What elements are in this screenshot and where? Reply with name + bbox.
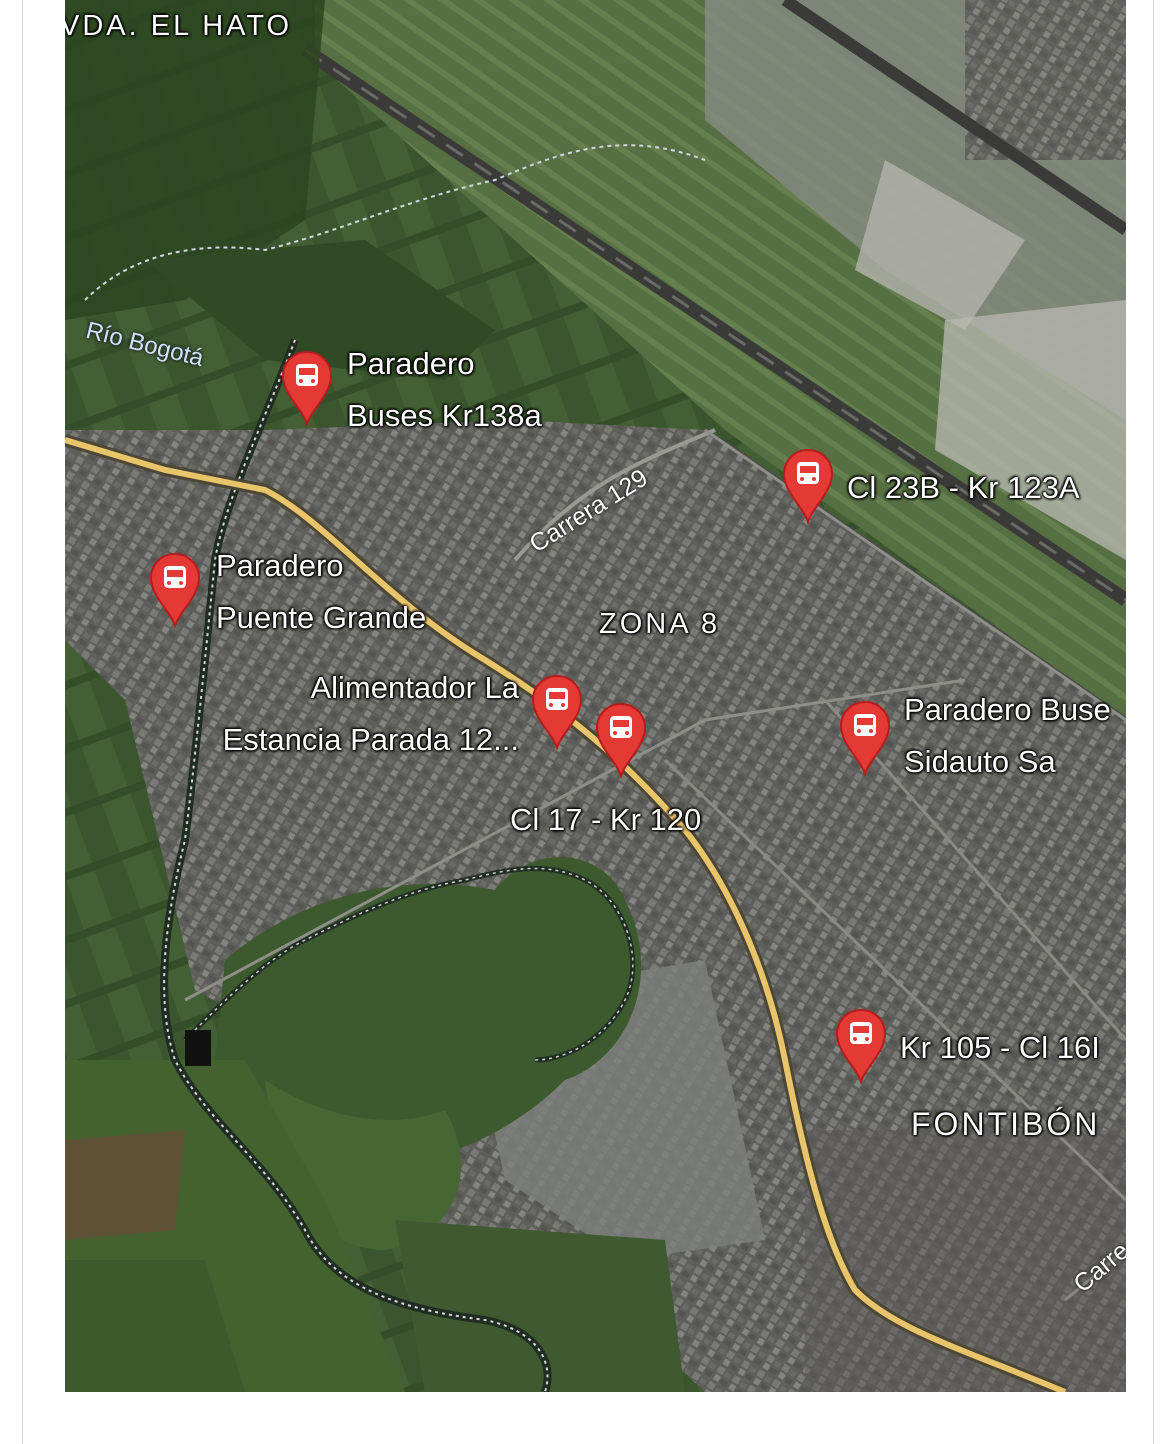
map-imagery — [65, 0, 1126, 1392]
satellite-map[interactable]: VDA. EL HATO ZONA 8 FONTIBÓN Río Bogotá … — [65, 0, 1126, 1392]
stop-label-paradero-puente-grande[interactable]: Paradero Puente Grande — [216, 548, 427, 635]
bus-stop-icon[interactable] — [279, 350, 335, 426]
stop-label-cl17-kr120[interactable]: Cl 17 - Kr 120 — [510, 802, 702, 837]
right-border — [1153, 0, 1154, 1444]
left-border — [22, 0, 23, 1444]
bus-stop-icon[interactable] — [147, 552, 203, 628]
stop-label-alimentador-la-estancia[interactable]: Alimentador La Estancia Parada 12... — [222, 670, 519, 757]
stop-label-kr105-cl16i[interactable]: Kr 105 - Cl 16I — [900, 1030, 1100, 1065]
bus-stop-icon[interactable] — [593, 702, 649, 778]
stop-label-cl23b-kr123a[interactable]: Cl 23B - Kr 123A — [847, 470, 1080, 505]
bus-stop-icon[interactable] — [529, 674, 585, 750]
bus-stop-icon[interactable] — [837, 700, 893, 776]
stop-label-paradero-sidauto[interactable]: Paradero Buse Sidauto Sa — [904, 692, 1111, 779]
stop-label-paradero-kr138a[interactable]: Paradero Buses Kr138a — [347, 346, 542, 433]
area-label-zona-8: ZONA 8 — [599, 608, 721, 640]
area-label-el-hato: VDA. EL HATO — [65, 10, 293, 42]
area-label-fontibon: FONTIBÓN — [911, 1106, 1101, 1142]
bus-stop-icon[interactable] — [780, 448, 836, 524]
bus-stop-icon[interactable] — [833, 1008, 889, 1084]
